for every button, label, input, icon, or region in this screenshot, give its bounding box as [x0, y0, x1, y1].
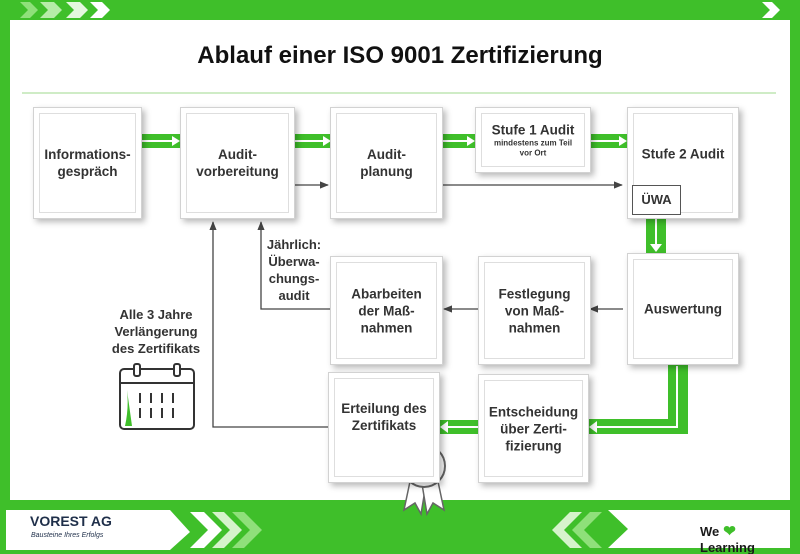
box-label-line: Audit-	[367, 147, 406, 162]
box-erteilung-zertifikat: Erteilung des Zertifikats	[328, 372, 440, 483]
green-connectors	[140, 134, 688, 434]
label-jaehrlich-ueberwachungsaudit: Jährlich: Überwa- chungs- audit	[262, 236, 326, 304]
gray-connectors	[209, 181, 623, 428]
box-title: Stufe 1 Audit	[491, 122, 575, 138]
page-title: Ablauf einer ISO 9001 Zertifizierung	[197, 42, 603, 69]
label-line: audit	[278, 288, 310, 303]
box-label-line: fizierung	[505, 438, 562, 453]
box-auswertung: Auswertung	[627, 253, 739, 365]
company-logo: VOREST AG	[30, 513, 112, 529]
box-label-line: von Maß-	[504, 303, 565, 318]
box-stufe1-audit: Stufe 1 Audit mindestens zum Teil vor Or…	[475, 107, 591, 173]
box-festlegung-massnahmen: Festlegung von Maß- nahmen	[478, 256, 591, 365]
box-label-line: Zertifikats	[351, 418, 417, 433]
box-label-line: nahmen	[508, 320, 561, 335]
slogan-learning: Learning	[700, 540, 755, 554]
box-label-line: Abarbeiten	[351, 286, 422, 301]
label-line: des Zertifikats	[111, 341, 201, 356]
box-auditplanung: Audit- planung	[330, 107, 443, 219]
label-alle-3-jahre: Alle 3 Jahre Verlängerung des Zertifikat…	[96, 306, 216, 357]
box-label-line: planung	[360, 164, 413, 179]
heart-icon: ❤	[723, 523, 736, 540]
box-label-line: Stufe 2 Audit	[641, 146, 725, 162]
label-line: Überwa-	[268, 254, 320, 269]
box-label-line: der Maß-	[358, 303, 415, 318]
label-line: Verlängerung	[114, 324, 198, 339]
box-informationsgespraech: Informations- gespräch	[33, 107, 142, 219]
slogan: We❤Learning	[700, 522, 790, 554]
box-abarbeiten-massnahmen: Abarbeiten der Maß- nahmen	[330, 256, 443, 365]
company-tagline: Bausteine Ihres Erfolgs	[31, 532, 104, 539]
slogan-we: We	[700, 524, 720, 539]
box-label-line: Entscheidung	[488, 404, 579, 419]
box-subtitle-line: mindestens zum Teil	[493, 138, 573, 148]
box-label-line: über Zerti-	[500, 421, 567, 436]
calendar-icon	[119, 363, 195, 430]
box-label-line: nahmen	[360, 320, 413, 335]
box-subtitle-line: vor Ort	[519, 148, 547, 158]
box-label-line: Informations-	[44, 147, 131, 162]
box-label-line: Erteilung des	[341, 401, 427, 416]
label-line: Jährlich:	[266, 237, 322, 252]
label-line: chungs-	[268, 271, 320, 286]
uewa-tag: ÜWA	[632, 185, 681, 215]
box-label-line: Auswertung	[643, 301, 722, 317]
box-entscheidung-zertifizierung: Entscheidung über Zerti- fizierung	[478, 374, 589, 483]
box-label-line: vorbereitung	[196, 164, 279, 179]
box-label-line: Audit-	[218, 147, 257, 162]
box-label-line: gespräch	[57, 164, 118, 179]
box-label-line: Festlegung	[498, 286, 571, 301]
box-auditvorbereitung: Audit- vorbereitung	[180, 107, 295, 219]
label-line: Alle 3 Jahre	[119, 307, 193, 322]
